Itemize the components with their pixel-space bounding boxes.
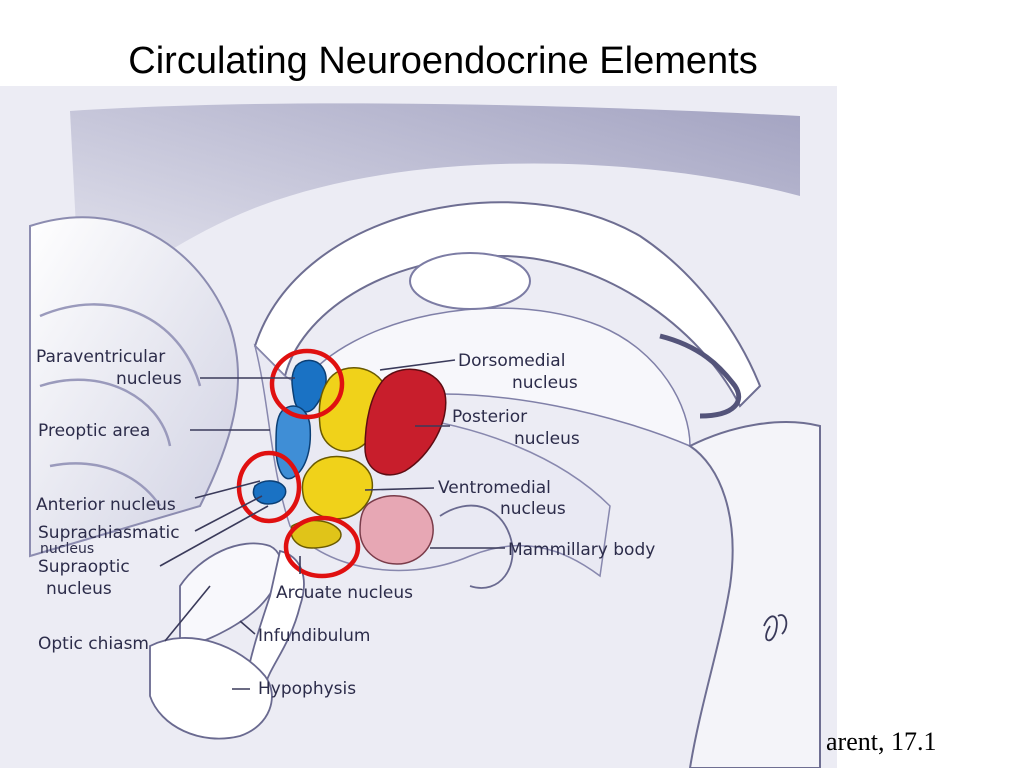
aqueduct [659,333,742,419]
ventromedial-nucleus [301,455,374,520]
brainstem [688,421,821,768]
label-anterior-nucleus: Anterior nucleus [36,495,176,515]
label-mammillary-body: Mammillary body [508,540,655,560]
fornix-arch [253,201,762,408]
label-ventromedial-nucleus: nucleus [500,499,566,519]
label-paraventricular: Paraventricular [36,347,165,367]
leader-infundibulum [239,620,256,635]
frontal-lobe [29,216,240,558]
slide-title: Circulating Neuroendocrine Elements [128,40,758,82]
mammillary-body [359,495,434,565]
label-preoptic-area: Preoptic area [38,421,150,441]
massa-intermedia [409,252,531,310]
hypothalamus-diagram: Paraventricular nucleus Preoptic area An… [0,86,837,768]
hypophysis [149,637,273,740]
label-infundibulum: Infundibulum [258,626,370,646]
leader-dorsomedial [379,359,456,371]
label-suprachiasmatic: Suprachiasmatic [38,523,180,543]
paraventricular-nucleus [291,359,327,413]
paraventricular-highlight-circle [269,348,345,420]
label-optic-chiasm: Optic chiasm [38,634,149,654]
arcuate-nucleus [290,519,342,549]
corpus-callosum [70,103,800,306]
arcuate-highlight-circle [283,515,361,579]
posterior-nucleus [364,368,447,476]
label-posterior: Posterior [452,407,527,427]
leader-anterior [194,480,261,499]
label-arcuate-nucleus: Arcuate nucleus [276,583,413,603]
artist-signature [763,614,788,642]
label-supraoptic-nucleus: nucleus [46,579,112,599]
label-suprachiasmatic-nucleus: nucleus [40,541,94,557]
frontal-gyrus [39,303,202,507]
label-supraoptic: Supraoptic [38,557,130,577]
mammillary-fold [439,504,514,589]
leader-suprachiasmatic [194,495,263,532]
brain-sagittal-section: Paraventricular nucleus Preoptic area An… [0,86,837,768]
label-ventromedial: Ventromedial [438,478,551,498]
leader-optic-chiasm [164,585,211,642]
label-paraventricular-nucleus: nucleus [116,369,182,389]
label-hypophysis: Hypophysis [258,679,356,699]
label-dorsomedial-nucleus: nucleus [512,373,578,393]
label-dorsomedial: Dorsomedial [458,351,565,371]
leader-supraoptic [159,505,269,567]
label-posterior-nucleus: nucleus [514,429,580,449]
leader-ventromedial [364,487,435,491]
source-citation: arent, 17.1 [826,727,937,756]
suprachiasmatic-blue [252,480,287,505]
